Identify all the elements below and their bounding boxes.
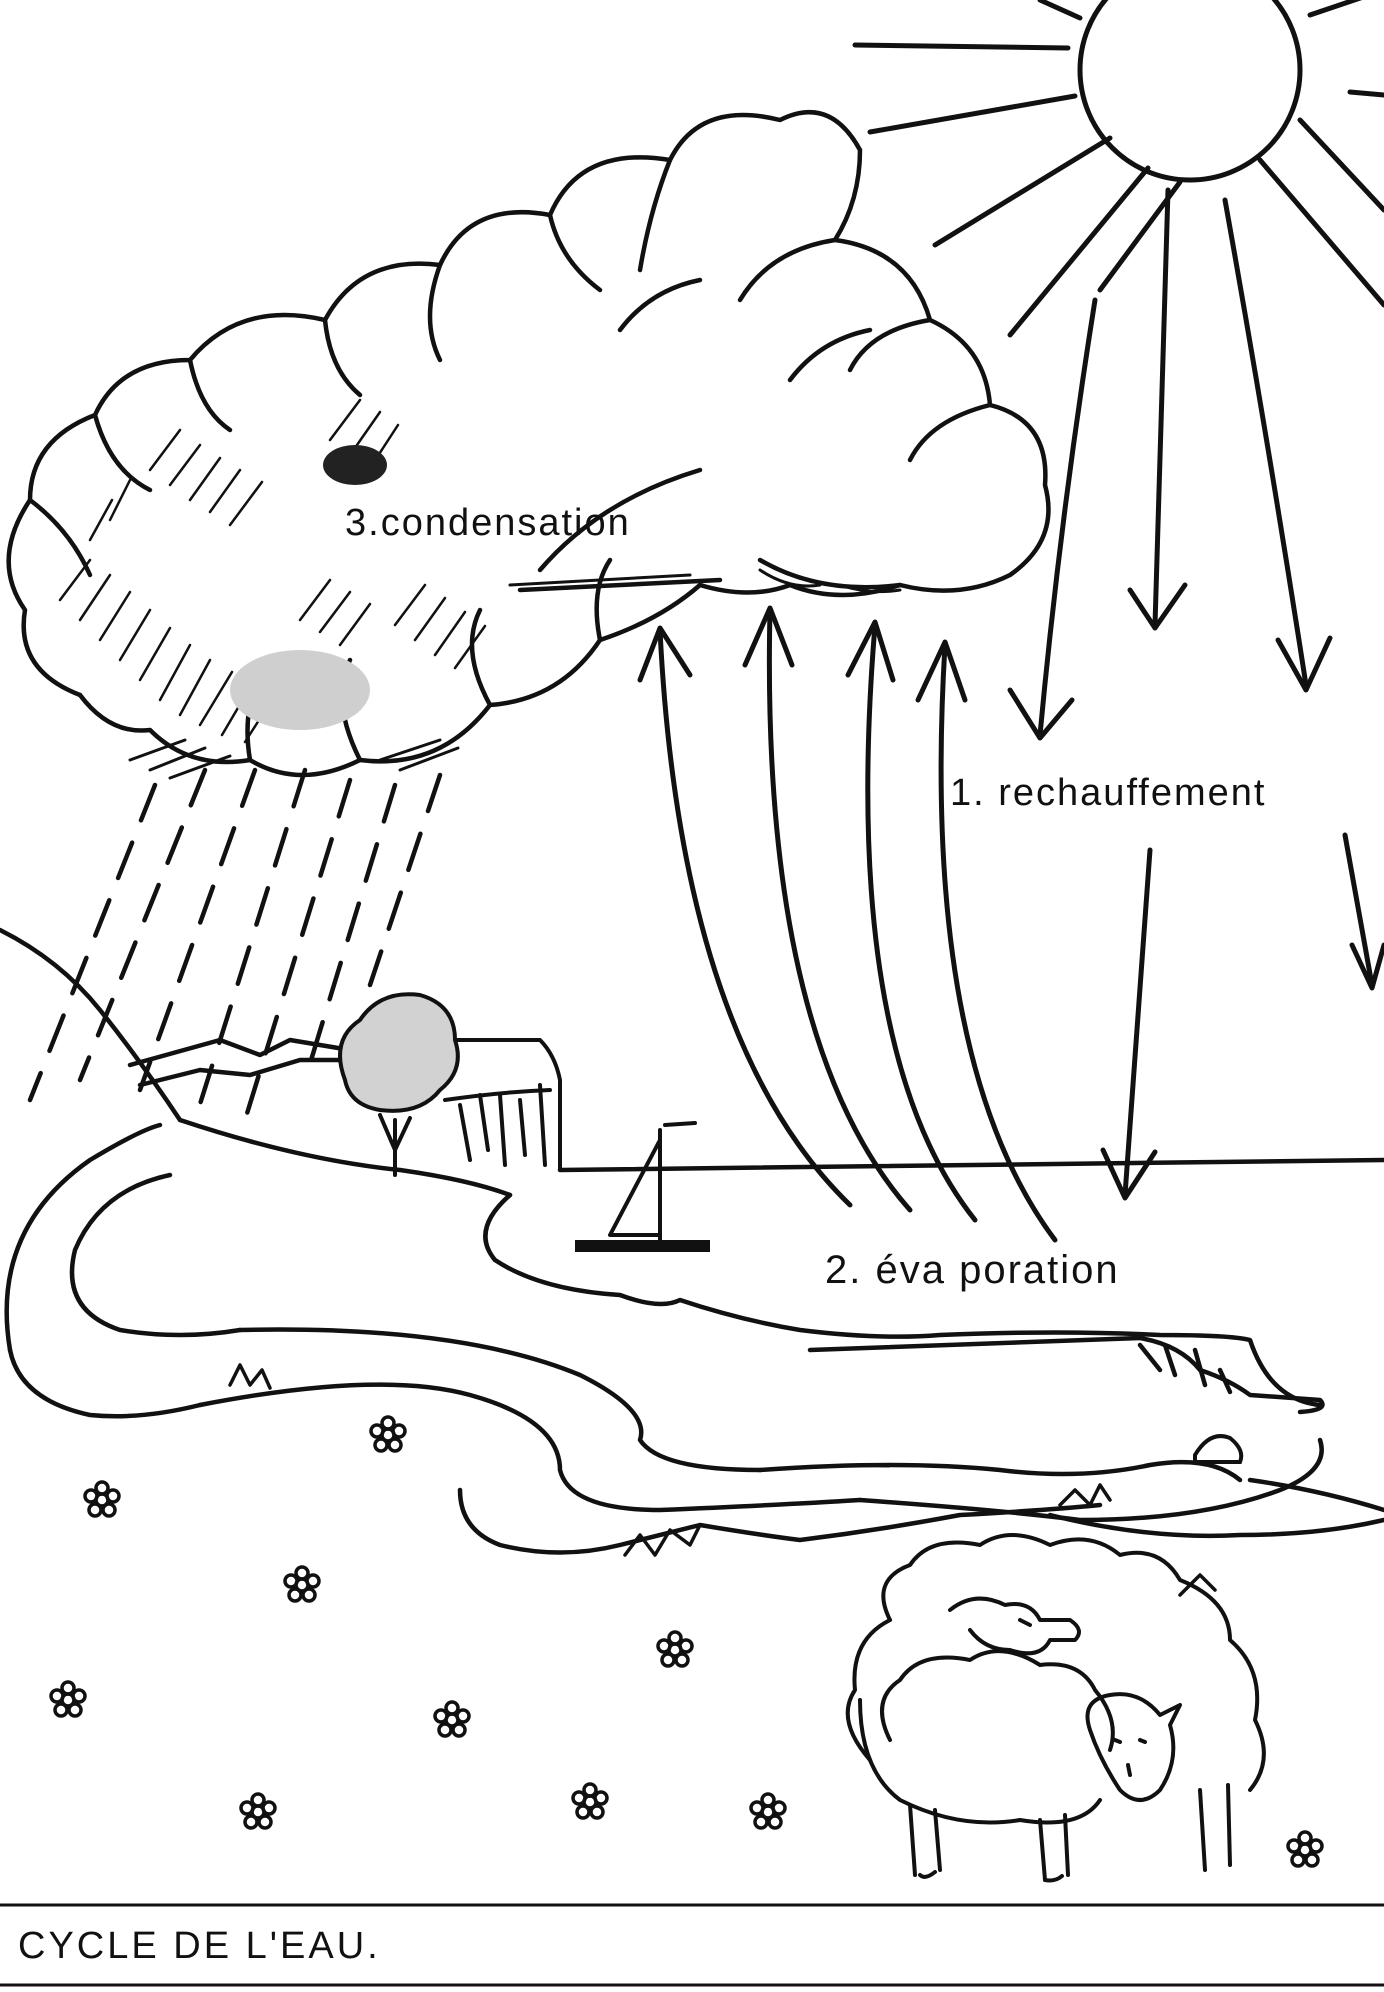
flowers: [49, 1415, 1324, 1868]
label-condensation: 3.condensation: [345, 502, 631, 544]
stone-icon: [1193, 1434, 1244, 1464]
grass-tufts: [228, 1363, 1217, 1597]
landscape: [0, 927, 1384, 1555]
diagram-caption: CYCLE DE L'EAU.: [18, 1925, 381, 1967]
sheep-flock: [845, 1533, 1266, 1883]
sun-icon: [852, 0, 1384, 338]
evaporation-arrows: [637, 605, 1058, 1243]
warming-arrows: [1007, 187, 1384, 1201]
sailboat-icon: [575, 1121, 710, 1252]
rain-cloud: [6, 110, 1051, 780]
rain-streaks: [27, 767, 443, 1123]
label-evaporation: 2. éva poration: [825, 1248, 1120, 1292]
label-warming: 1. rechauffement: [950, 772, 1266, 814]
cloud-base-lines: [508, 568, 902, 594]
cliff-and-tree: [338, 992, 562, 1177]
